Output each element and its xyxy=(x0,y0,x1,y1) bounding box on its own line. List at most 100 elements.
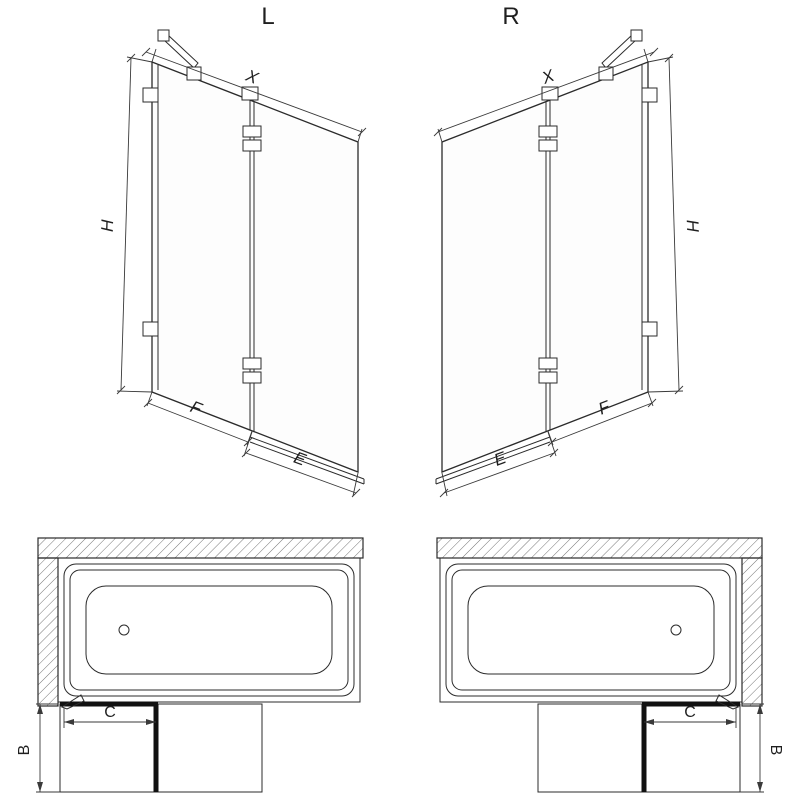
top-pivot-block xyxy=(241,86,259,101)
tick xyxy=(243,437,253,447)
left-plan-dim-b: B xyxy=(16,703,60,793)
extension-line xyxy=(647,391,654,407)
hinge-clamp xyxy=(538,371,558,384)
hinge-clamp xyxy=(538,357,558,370)
extension-line xyxy=(643,48,649,63)
dim-arrow xyxy=(37,704,43,714)
left-dim-width-label: X xyxy=(242,66,261,88)
hinge-clamp xyxy=(242,139,262,152)
bathtub-rim-inner xyxy=(69,569,349,691)
right-dim-height-label: H xyxy=(683,219,702,233)
extension-line xyxy=(151,48,157,63)
hinge-clamp xyxy=(242,357,262,370)
right-plan-dim-c: C xyxy=(644,704,737,728)
extension-line xyxy=(352,472,359,497)
bathtub-rim xyxy=(63,563,355,697)
left-variant-label: L xyxy=(261,3,274,30)
drain-circle xyxy=(118,624,130,636)
left-glass-panel-outline xyxy=(151,61,359,473)
dim-line xyxy=(245,452,357,494)
pivot-bracket-plan xyxy=(60,694,85,710)
dim-arrow xyxy=(757,782,763,792)
wall-anchor xyxy=(157,29,170,42)
extension-line xyxy=(357,128,363,143)
left-plan-view: C B xyxy=(16,537,364,793)
tick xyxy=(141,47,151,57)
bottom-rail-line xyxy=(435,436,551,480)
left-screen-elevation: L X xyxy=(98,3,367,498)
right-plan-dim-b-label: B xyxy=(767,745,784,756)
tick xyxy=(649,47,659,57)
dim-arrow xyxy=(37,782,43,792)
door-swing-outline xyxy=(537,703,741,793)
left-plan-dim-c-label: C xyxy=(104,704,116,721)
dim-arrow xyxy=(757,704,763,714)
bathtub-basin xyxy=(467,585,715,675)
left-dim-height-label: H xyxy=(98,219,117,233)
arm-glass-bracket xyxy=(598,66,614,81)
right-glass-panel-outline xyxy=(441,61,649,473)
bottom-rail-line xyxy=(435,441,551,485)
extension-line xyxy=(116,390,153,393)
tick xyxy=(647,398,657,408)
right-dim-door-label: E xyxy=(492,448,510,470)
tick xyxy=(674,385,684,395)
left-dim-height: H xyxy=(98,53,153,395)
right-dim-fixed-panel: F xyxy=(547,391,657,447)
dim-line xyxy=(145,51,363,133)
dim-arrow xyxy=(64,719,74,725)
right-plan-dim-b: B xyxy=(740,703,784,793)
wall-hatch-top xyxy=(37,537,364,559)
bathtub-outer xyxy=(57,557,361,703)
left-plan-dim-b-label: B xyxy=(16,745,33,756)
right-dim-width-label: X xyxy=(538,66,557,88)
left-plan-dim-c: C xyxy=(63,704,156,728)
wall-bracket xyxy=(142,321,159,337)
extension-line xyxy=(441,472,448,497)
hinge-clamp xyxy=(242,125,262,138)
right-plan-view: C B xyxy=(436,537,784,793)
right-plan-dim-c-label: C xyxy=(684,704,696,721)
dim-line xyxy=(147,402,249,443)
tick xyxy=(241,448,251,458)
right-dim-height: H xyxy=(647,53,702,395)
extension-line xyxy=(547,430,554,446)
tick xyxy=(116,385,126,395)
tick xyxy=(549,448,559,458)
bathtub-basin xyxy=(85,585,333,675)
dim-line xyxy=(443,452,555,494)
drain-circle xyxy=(670,624,682,636)
arm-glass-bracket xyxy=(186,66,202,81)
top-pivot-block xyxy=(541,86,559,101)
hinge-clamp xyxy=(538,125,558,138)
dim-line xyxy=(120,57,132,391)
wall-bracket xyxy=(641,321,658,337)
bathtub-rim xyxy=(445,563,737,697)
dim-line xyxy=(551,402,653,443)
tick xyxy=(126,53,136,63)
extension-line xyxy=(647,390,684,393)
dim-arrow xyxy=(726,719,736,725)
tick xyxy=(357,127,367,137)
hinge-clamp xyxy=(242,371,262,384)
extension-line xyxy=(243,431,253,457)
dim-arrow xyxy=(146,719,156,725)
wall-bracket xyxy=(641,87,658,103)
bottom-rail-line xyxy=(249,436,365,480)
left-dim-door-label: E xyxy=(291,448,309,470)
tick xyxy=(433,127,443,137)
bathtub-outer xyxy=(439,557,743,703)
right-variant-label: R xyxy=(502,3,519,30)
pivot-bracket-plan xyxy=(715,694,740,710)
tick xyxy=(143,398,153,408)
bottom-rail-line xyxy=(249,441,365,485)
wall-hatch-side xyxy=(37,557,59,707)
wall-bracket xyxy=(142,87,159,103)
bathtub-rim-inner xyxy=(451,569,731,691)
hinge-clamp xyxy=(538,139,558,152)
dim-arrow xyxy=(644,719,654,725)
wall-hatch-side xyxy=(741,557,763,707)
door-swing-outline xyxy=(59,703,263,793)
